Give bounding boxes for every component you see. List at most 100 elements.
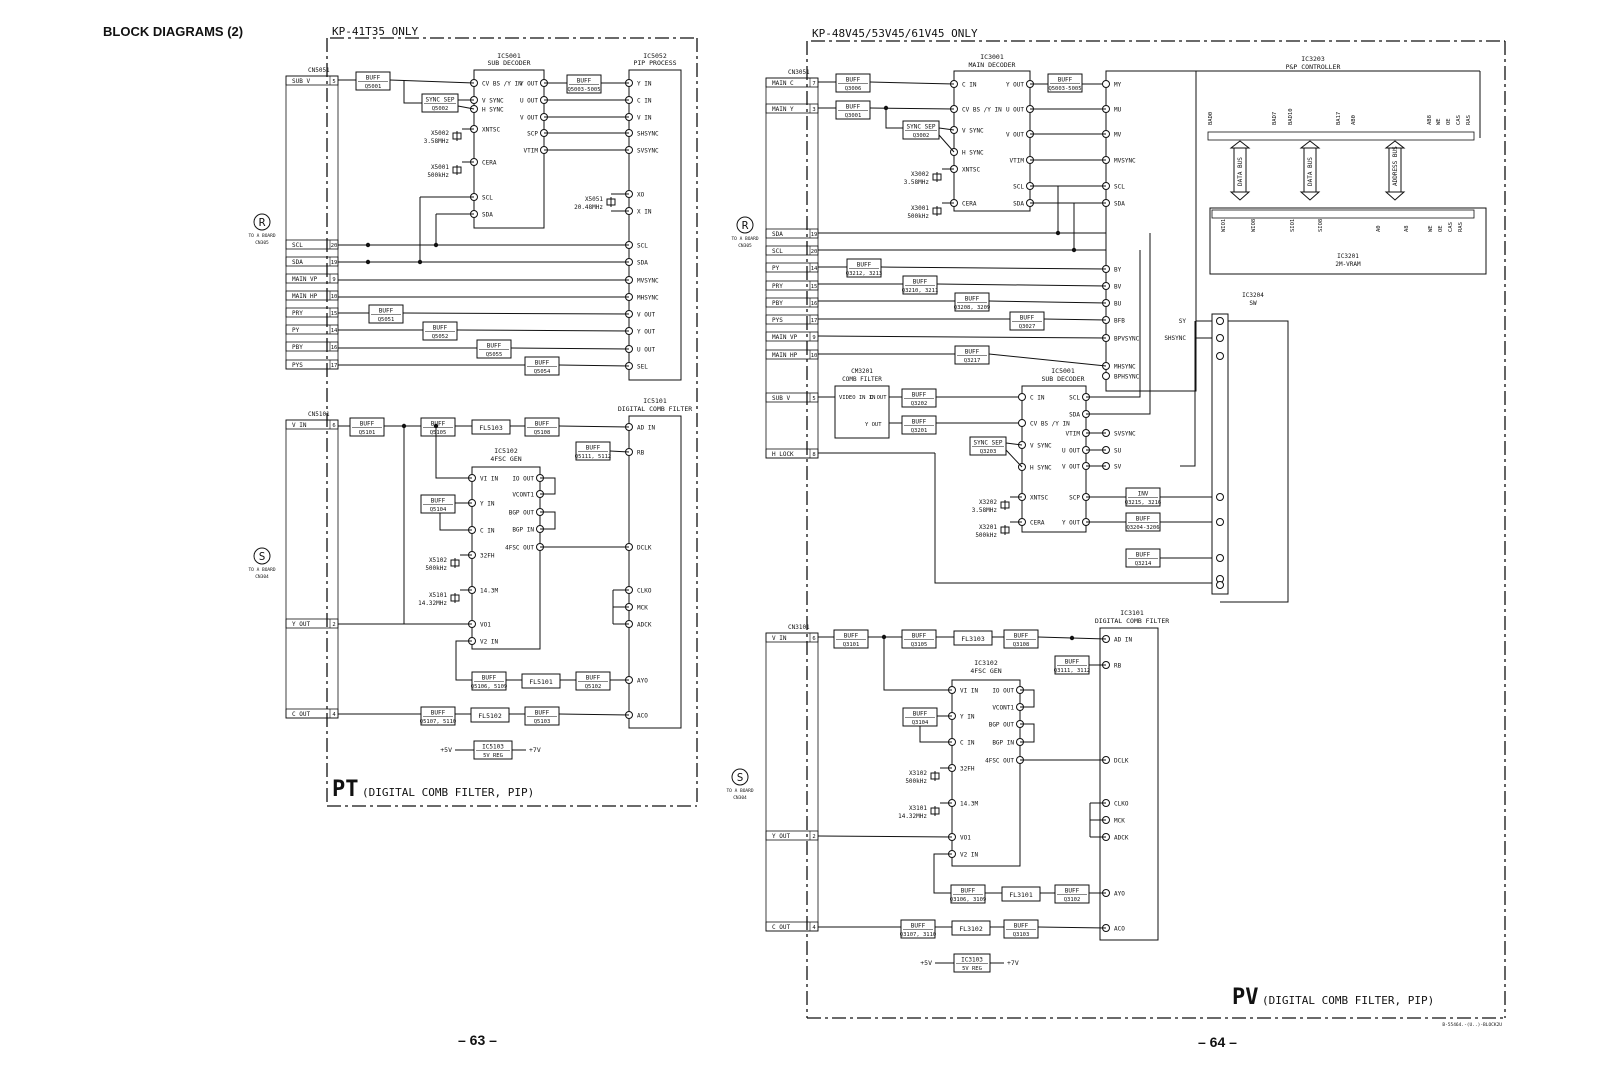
connector-pin-num: 14 (811, 266, 818, 272)
block-label: SYNC SEP (426, 97, 455, 104)
buffer-ref: Q3027 (1019, 324, 1036, 330)
connector-pin-name: PY (772, 265, 780, 272)
connector-pin-num: 17 (331, 363, 338, 369)
controller-bus-label: BAD10 (1288, 108, 1294, 125)
wire (988, 300, 1107, 304)
ic-ref: IC5001 (497, 52, 521, 60)
filter-block (1001, 886, 1041, 902)
ic-pin-label: RB (637, 450, 645, 457)
connector-dest: TO A BOARD (731, 236, 758, 242)
connector-pin-num: 6 (332, 423, 335, 429)
buffer-ref: Q5054 (534, 369, 551, 375)
page-number-right: – 64 – (1198, 1034, 1237, 1050)
buffer-label: BUFF (1014, 633, 1029, 640)
ic-pin-label: CERA (482, 160, 497, 167)
wire (817, 835, 953, 838)
wire (933, 853, 952, 894)
buffer-ref: Q3101 (843, 642, 860, 648)
crystal-ref: X3002 (911, 171, 929, 178)
connector-name: CN5051 (308, 67, 330, 74)
buffer-ref: Q3106, 3109 (950, 897, 986, 903)
buffer-block (471, 671, 507, 691)
ic-comb-filter-module (834, 385, 890, 439)
ic-pin-label: SCL (1013, 184, 1024, 191)
wire (1220, 320, 1289, 603)
ic-pin-label: U OUT (1062, 448, 1080, 455)
connector-dest: TO A BOARD (248, 567, 275, 573)
model-title: KP-48V45/53V45/61V45 ONLY (812, 27, 978, 40)
ic-pin-label: BPHSYNC (1114, 374, 1140, 381)
ic-pin-label: VTIM (1066, 431, 1081, 438)
page-heading: BLOCK DIAGRAMS (2) (103, 24, 244, 39)
ic-pip-process (628, 69, 682, 381)
ic-pin-label: BFB (1114, 318, 1125, 325)
ic-pin-label: SY (1179, 318, 1187, 325)
buffer-label: BUFF (586, 675, 601, 682)
connector-letter: S (259, 550, 266, 563)
supply-label: +7V (1007, 959, 1019, 967)
crystal-body (932, 173, 942, 181)
buffer-block (833, 629, 869, 649)
buffer-ref: Q3212, 3213 (846, 271, 882, 277)
buffer-ref: Q5003-5005 (567, 87, 600, 93)
block-label: SYNC SEP (907, 124, 936, 131)
ic-ref: IC3102 (974, 659, 998, 667)
connector-pin-name: MAIN C (772, 80, 794, 87)
buffer-label: BUFF (535, 710, 550, 717)
buffer-block (1003, 919, 1039, 939)
ic-pin-label: MHSYNC (637, 295, 659, 302)
buffer-label: BUFF (487, 343, 502, 350)
wire (1086, 233, 1151, 415)
crystal-freq: 20.48MHz (574, 204, 603, 211)
controller-bus-label: AB8 (1427, 115, 1433, 125)
controller-bus-label: WE (1436, 118, 1442, 125)
filter-label: FL3101 (1009, 891, 1033, 899)
ic-4fsc-gen (951, 679, 1021, 867)
buffer-block (420, 706, 456, 726)
buffer-label: BUFF (482, 675, 497, 682)
buffer-block (524, 417, 560, 437)
connector-pin-num: 2 (812, 834, 815, 840)
ic-pin-label: U OUT (520, 98, 538, 105)
wire (540, 477, 556, 495)
connector-pin-num: 5 (332, 79, 335, 85)
ic-pin-label: DCLK (1114, 758, 1129, 765)
supply-label: +5V (440, 746, 452, 754)
connector-pin-num: 4 (812, 925, 816, 931)
ic-pin-label: BGP IN (512, 527, 534, 534)
ic-pin-label: 14.3M (480, 588, 498, 595)
bus-arrow-head (1299, 191, 1321, 201)
connector-name: CN5101 (308, 411, 330, 418)
ic-pin-label: SHSYNC (637, 131, 659, 138)
crystal-ref: X5102 (429, 557, 447, 564)
ic-main-decoder (953, 70, 1031, 212)
wire (558, 364, 630, 367)
ic-pin-label: BGP IN (992, 740, 1014, 747)
junction-dot (883, 105, 889, 111)
buffer-label: BUFF (366, 75, 381, 82)
wire (455, 640, 472, 681)
connector-letter: S (737, 771, 744, 784)
buffer-block (902, 275, 938, 295)
ic-pin-label: SV (1114, 464, 1122, 471)
buffer-label: BUFF (911, 923, 926, 930)
ic-pin-label: SCL (637, 243, 648, 250)
bus-arrow-head (1229, 191, 1251, 201)
ic-pin-label: SEL (637, 364, 648, 371)
connector-letter: R (742, 219, 749, 232)
wire (558, 425, 630, 428)
ic-pin-label: MVSYNC (1114, 158, 1136, 165)
sync-separator-block (969, 436, 1007, 456)
buffer-label: BUFF (1014, 923, 1029, 930)
ic-title: 4FSC GEN (970, 667, 1001, 675)
ic-title: DIGITAL COMB FILTER (618, 405, 692, 413)
ic-pin-label: V IN (637, 115, 652, 122)
connector-pin-num: 2 (332, 622, 335, 628)
wire (456, 329, 630, 332)
buffer-block (476, 339, 512, 359)
crystal-freq: 14.32MHz (418, 600, 447, 607)
pin-marker (1216, 334, 1224, 342)
buffer-label: BUFF (1136, 552, 1151, 559)
junction-dot (365, 242, 371, 248)
buffer-block (524, 356, 560, 376)
